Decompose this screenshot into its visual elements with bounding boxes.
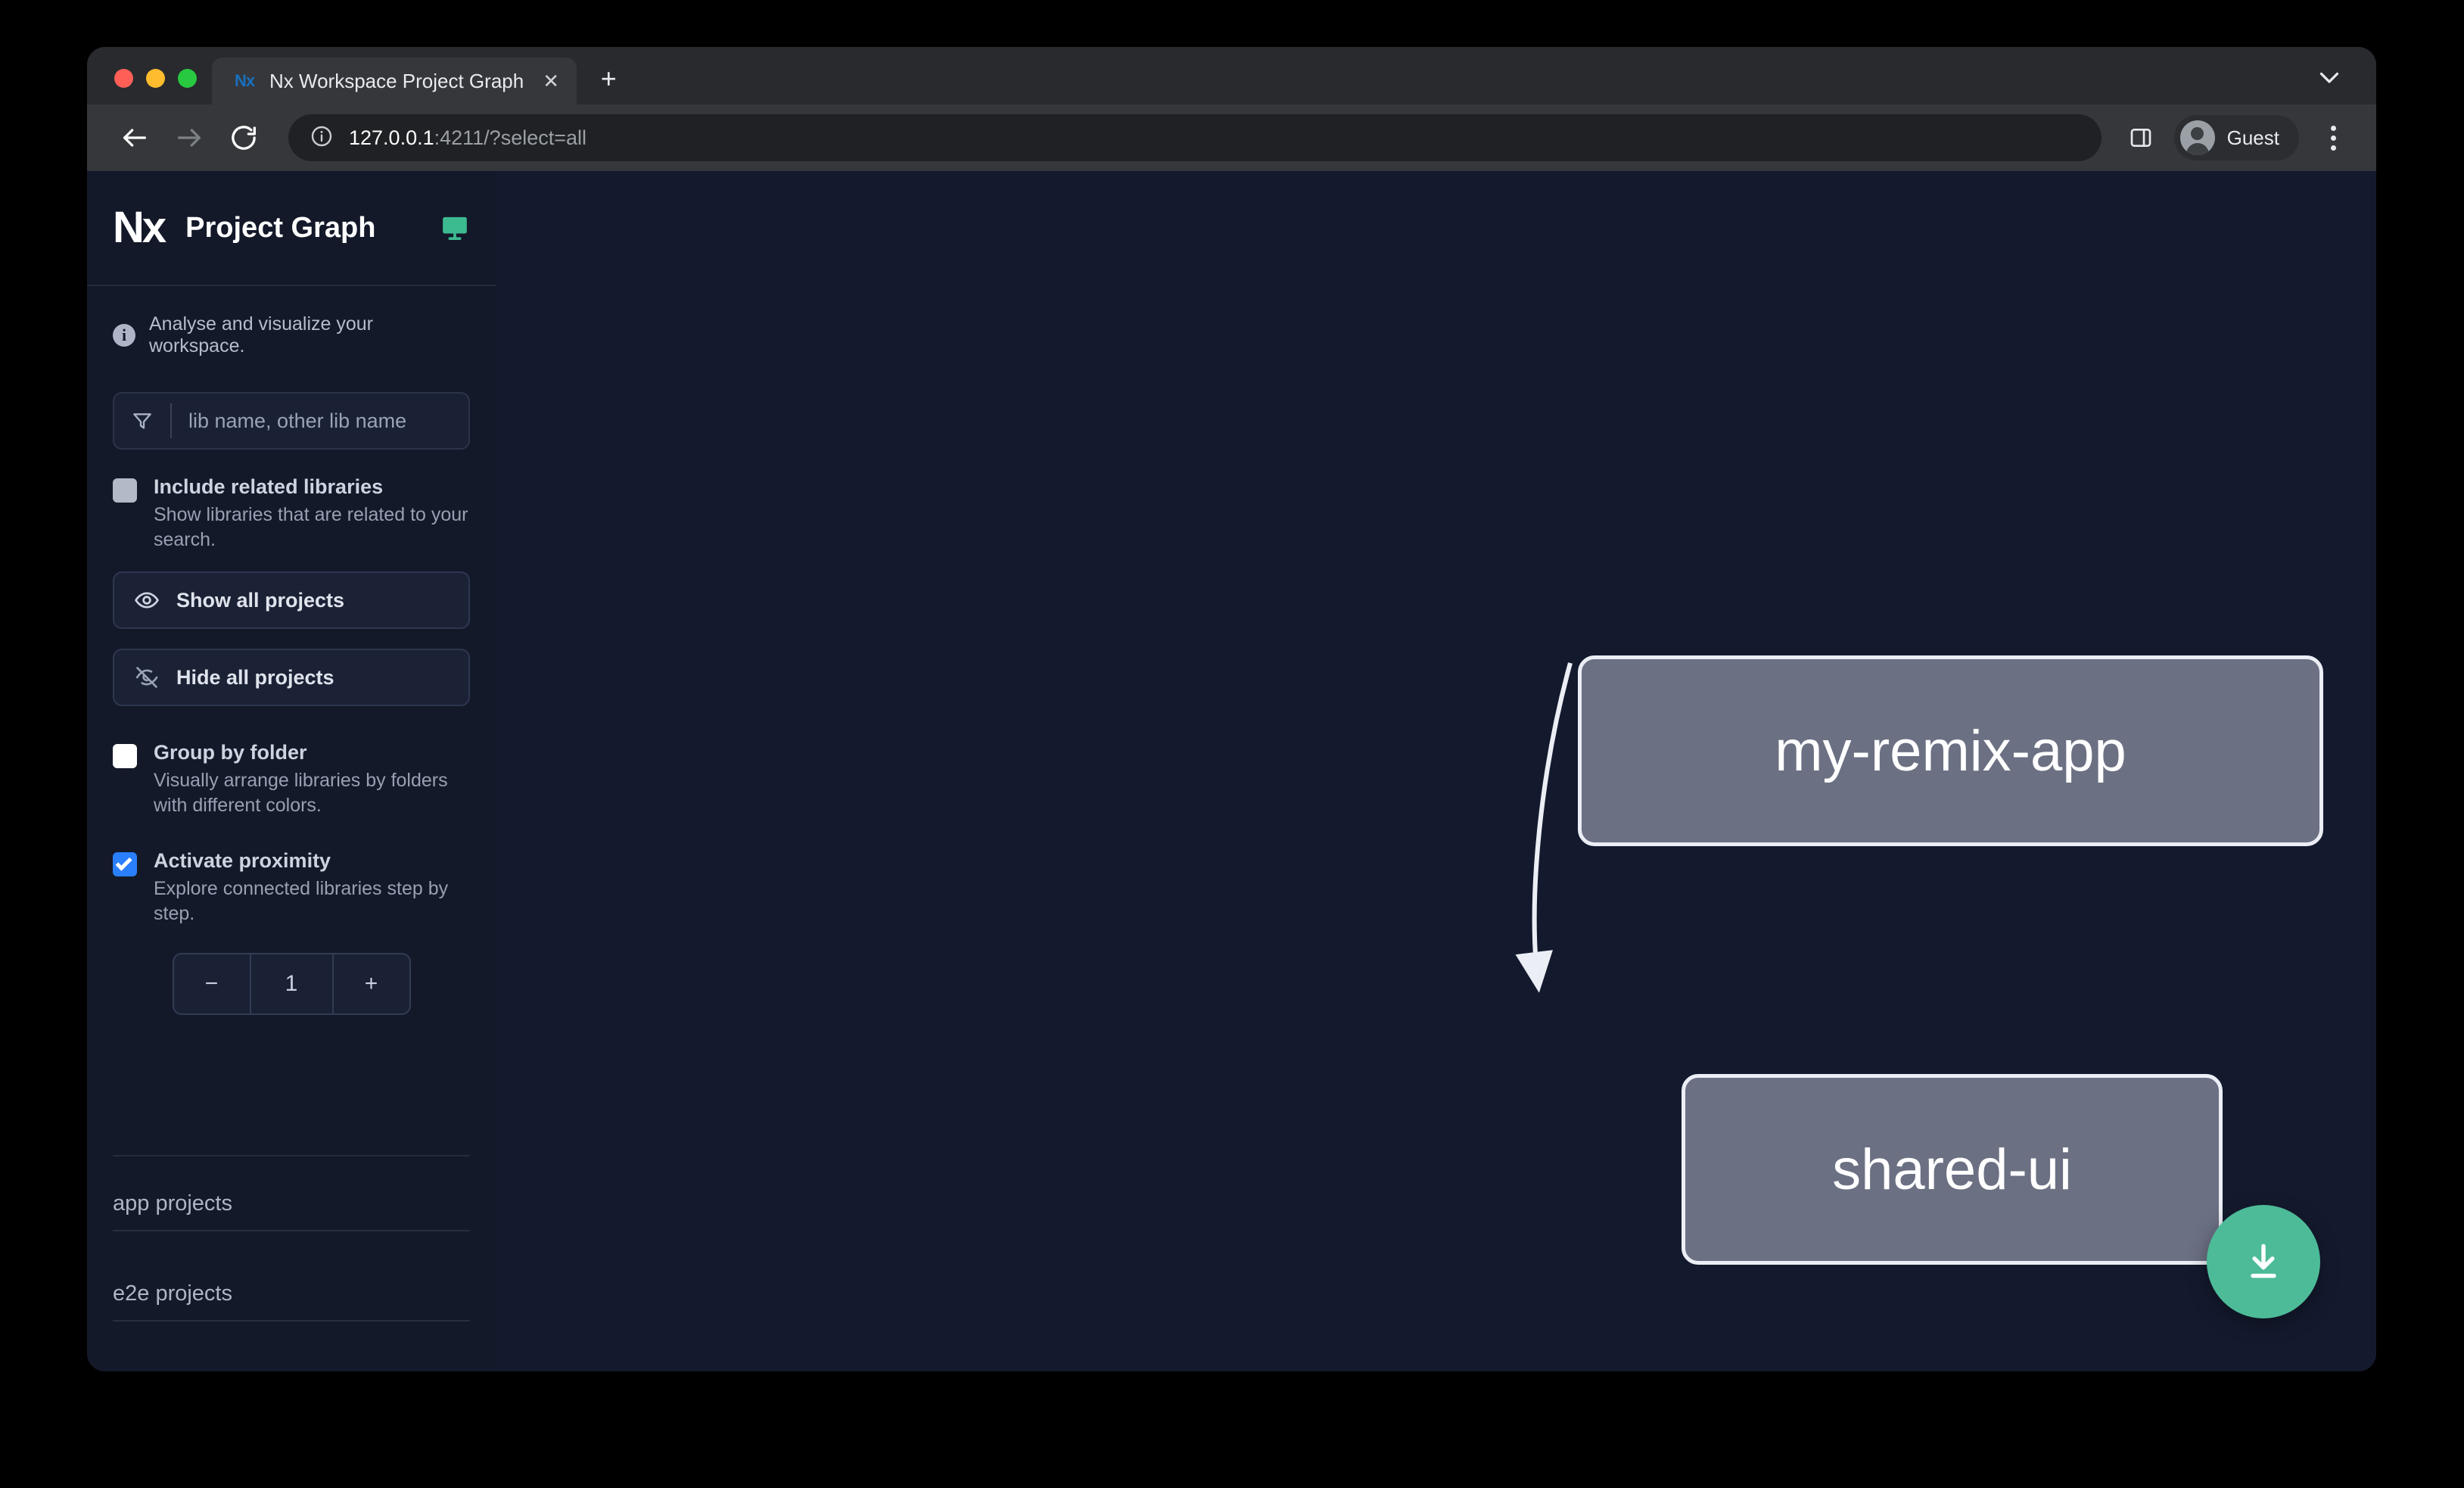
section-divider xyxy=(113,1155,470,1156)
close-window-button[interactable] xyxy=(114,69,133,88)
option-activate-proximity[interactable]: Activate proximity Explore connected lib… xyxy=(113,849,470,926)
section-underline xyxy=(113,1230,470,1231)
graph-edge-my-remix-app-to-shared-ui xyxy=(1515,662,1573,993)
show-all-projects-button[interactable]: Show all projects xyxy=(113,571,470,629)
search-box[interactable] xyxy=(113,392,470,450)
site-info-icon[interactable] xyxy=(310,124,334,152)
option-label: Include related libraries xyxy=(154,475,384,498)
option-group-by-folder[interactable]: Group by folder Visually arrange librari… xyxy=(113,741,470,817)
graph-node-my-remix-app[interactable]: my-remix-app xyxy=(1578,655,2323,846)
forward-icon[interactable] xyxy=(166,114,213,161)
reload-icon[interactable] xyxy=(220,114,267,161)
proximity-decrement-button[interactable]: − xyxy=(204,971,219,996)
option-include-related-libraries[interactable]: Include related libraries Show libraries… xyxy=(113,475,470,552)
url-host: 127.0.0.1 xyxy=(349,126,434,149)
address-bar[interactable]: 127.0.0.1:4211/?select=all xyxy=(288,114,2102,161)
graph-node-label: my-remix-app xyxy=(1775,718,2126,783)
group-by-folder-checkbox[interactable] xyxy=(113,744,137,768)
proximity-value: 1 xyxy=(249,954,334,1013)
graph-node-shared-ui[interactable]: shared-ui xyxy=(1682,1074,2223,1265)
graph-edges xyxy=(1515,662,1573,993)
option-description: Show libraries that are related to your … xyxy=(154,504,468,550)
sidebar-body: Include related libraries Show libraries… xyxy=(87,378,496,1107)
url-path: :4211/?select=all xyxy=(434,126,587,149)
graph-node-label: shared-ui xyxy=(1832,1137,2072,1202)
close-tab-icon[interactable]: ✕ xyxy=(543,69,560,92)
activate-proximity-checkbox[interactable] xyxy=(113,852,137,876)
new-tab-button[interactable]: + xyxy=(600,63,617,94)
browser-menu-icon[interactable] xyxy=(2313,115,2354,160)
monitor-icon[interactable] xyxy=(440,213,470,243)
workspace-note-text: Analyse and visualize your workspace. xyxy=(149,313,373,356)
tab-title: Nx Workspace Project Graph xyxy=(269,69,524,92)
proximity-stepper[interactable]: − 1 + xyxy=(172,953,411,1015)
filter-icon xyxy=(131,409,154,432)
section-underline xyxy=(113,1320,470,1321)
side-panel-icon[interactable] xyxy=(2120,117,2162,159)
section-title-e2e-projects[interactable]: e2e projects xyxy=(113,1281,232,1306)
hide-all-projects-button[interactable]: Hide all projects xyxy=(113,649,470,706)
search-divider xyxy=(170,403,172,438)
tab-strip: Nx Nx Workspace Project Graph ✕ + xyxy=(87,47,2376,104)
sidebar-header: Nx Project Graph xyxy=(87,171,496,286)
profile-name: Guest xyxy=(2226,126,2279,149)
minimize-window-button[interactable] xyxy=(146,69,165,88)
page-title: Project Graph xyxy=(185,211,376,244)
back-icon[interactable] xyxy=(111,114,158,161)
chevron-down-icon[interactable] xyxy=(2308,56,2350,98)
option-description: Explore connected libraries step by step… xyxy=(154,878,449,924)
hide-all-projects-label: Hide all projects xyxy=(176,665,334,689)
include-related-libraries-checkbox[interactable] xyxy=(113,478,137,503)
graph-canvas[interactable]: my-remix-app shared-ui xyxy=(496,171,2376,1371)
eye-slash-icon xyxy=(134,665,160,690)
option-label: Activate proximity xyxy=(154,849,331,872)
search-input[interactable] xyxy=(188,409,456,433)
maximize-window-button[interactable] xyxy=(178,69,197,88)
info-icon: i xyxy=(113,324,135,347)
section-title-app-projects[interactable]: app projects xyxy=(113,1191,232,1216)
option-label: Group by folder xyxy=(154,741,307,764)
nx-favicon-icon: Nx xyxy=(234,71,255,90)
workspace-note: i Analyse and visualize your workspace. xyxy=(87,286,496,378)
nx-logo-icon: Nx xyxy=(113,203,166,252)
browser-toolbar: 127.0.0.1:4211/?select=all Guest xyxy=(87,104,2376,171)
check-icon xyxy=(115,854,132,871)
app-root: Nx Project Graph i Analyse and visualize… xyxy=(87,171,2376,1371)
option-description: Visually arrange libraries by folders wi… xyxy=(154,770,448,816)
eye-icon xyxy=(134,587,160,613)
proximity-increment-button[interactable]: + xyxy=(364,971,378,996)
profile-chip[interactable]: Guest xyxy=(2173,115,2299,160)
browser-tab[interactable]: Nx Nx Workspace Project Graph ✕ xyxy=(212,58,577,104)
window-controls xyxy=(87,69,212,104)
url-text: 127.0.0.1:4211/?select=all xyxy=(349,126,586,150)
download-button[interactable] xyxy=(2207,1205,2320,1318)
sidebar: Nx Project Graph i Analyse and visualize… xyxy=(87,171,518,1371)
avatar xyxy=(2179,120,2215,155)
browser-window: Nx Nx Workspace Project Graph ✕ + 127.0.… xyxy=(87,47,2376,1371)
project-sections: app projects e2e projects xyxy=(87,1155,496,1371)
show-all-projects-label: Show all projects xyxy=(176,588,345,612)
